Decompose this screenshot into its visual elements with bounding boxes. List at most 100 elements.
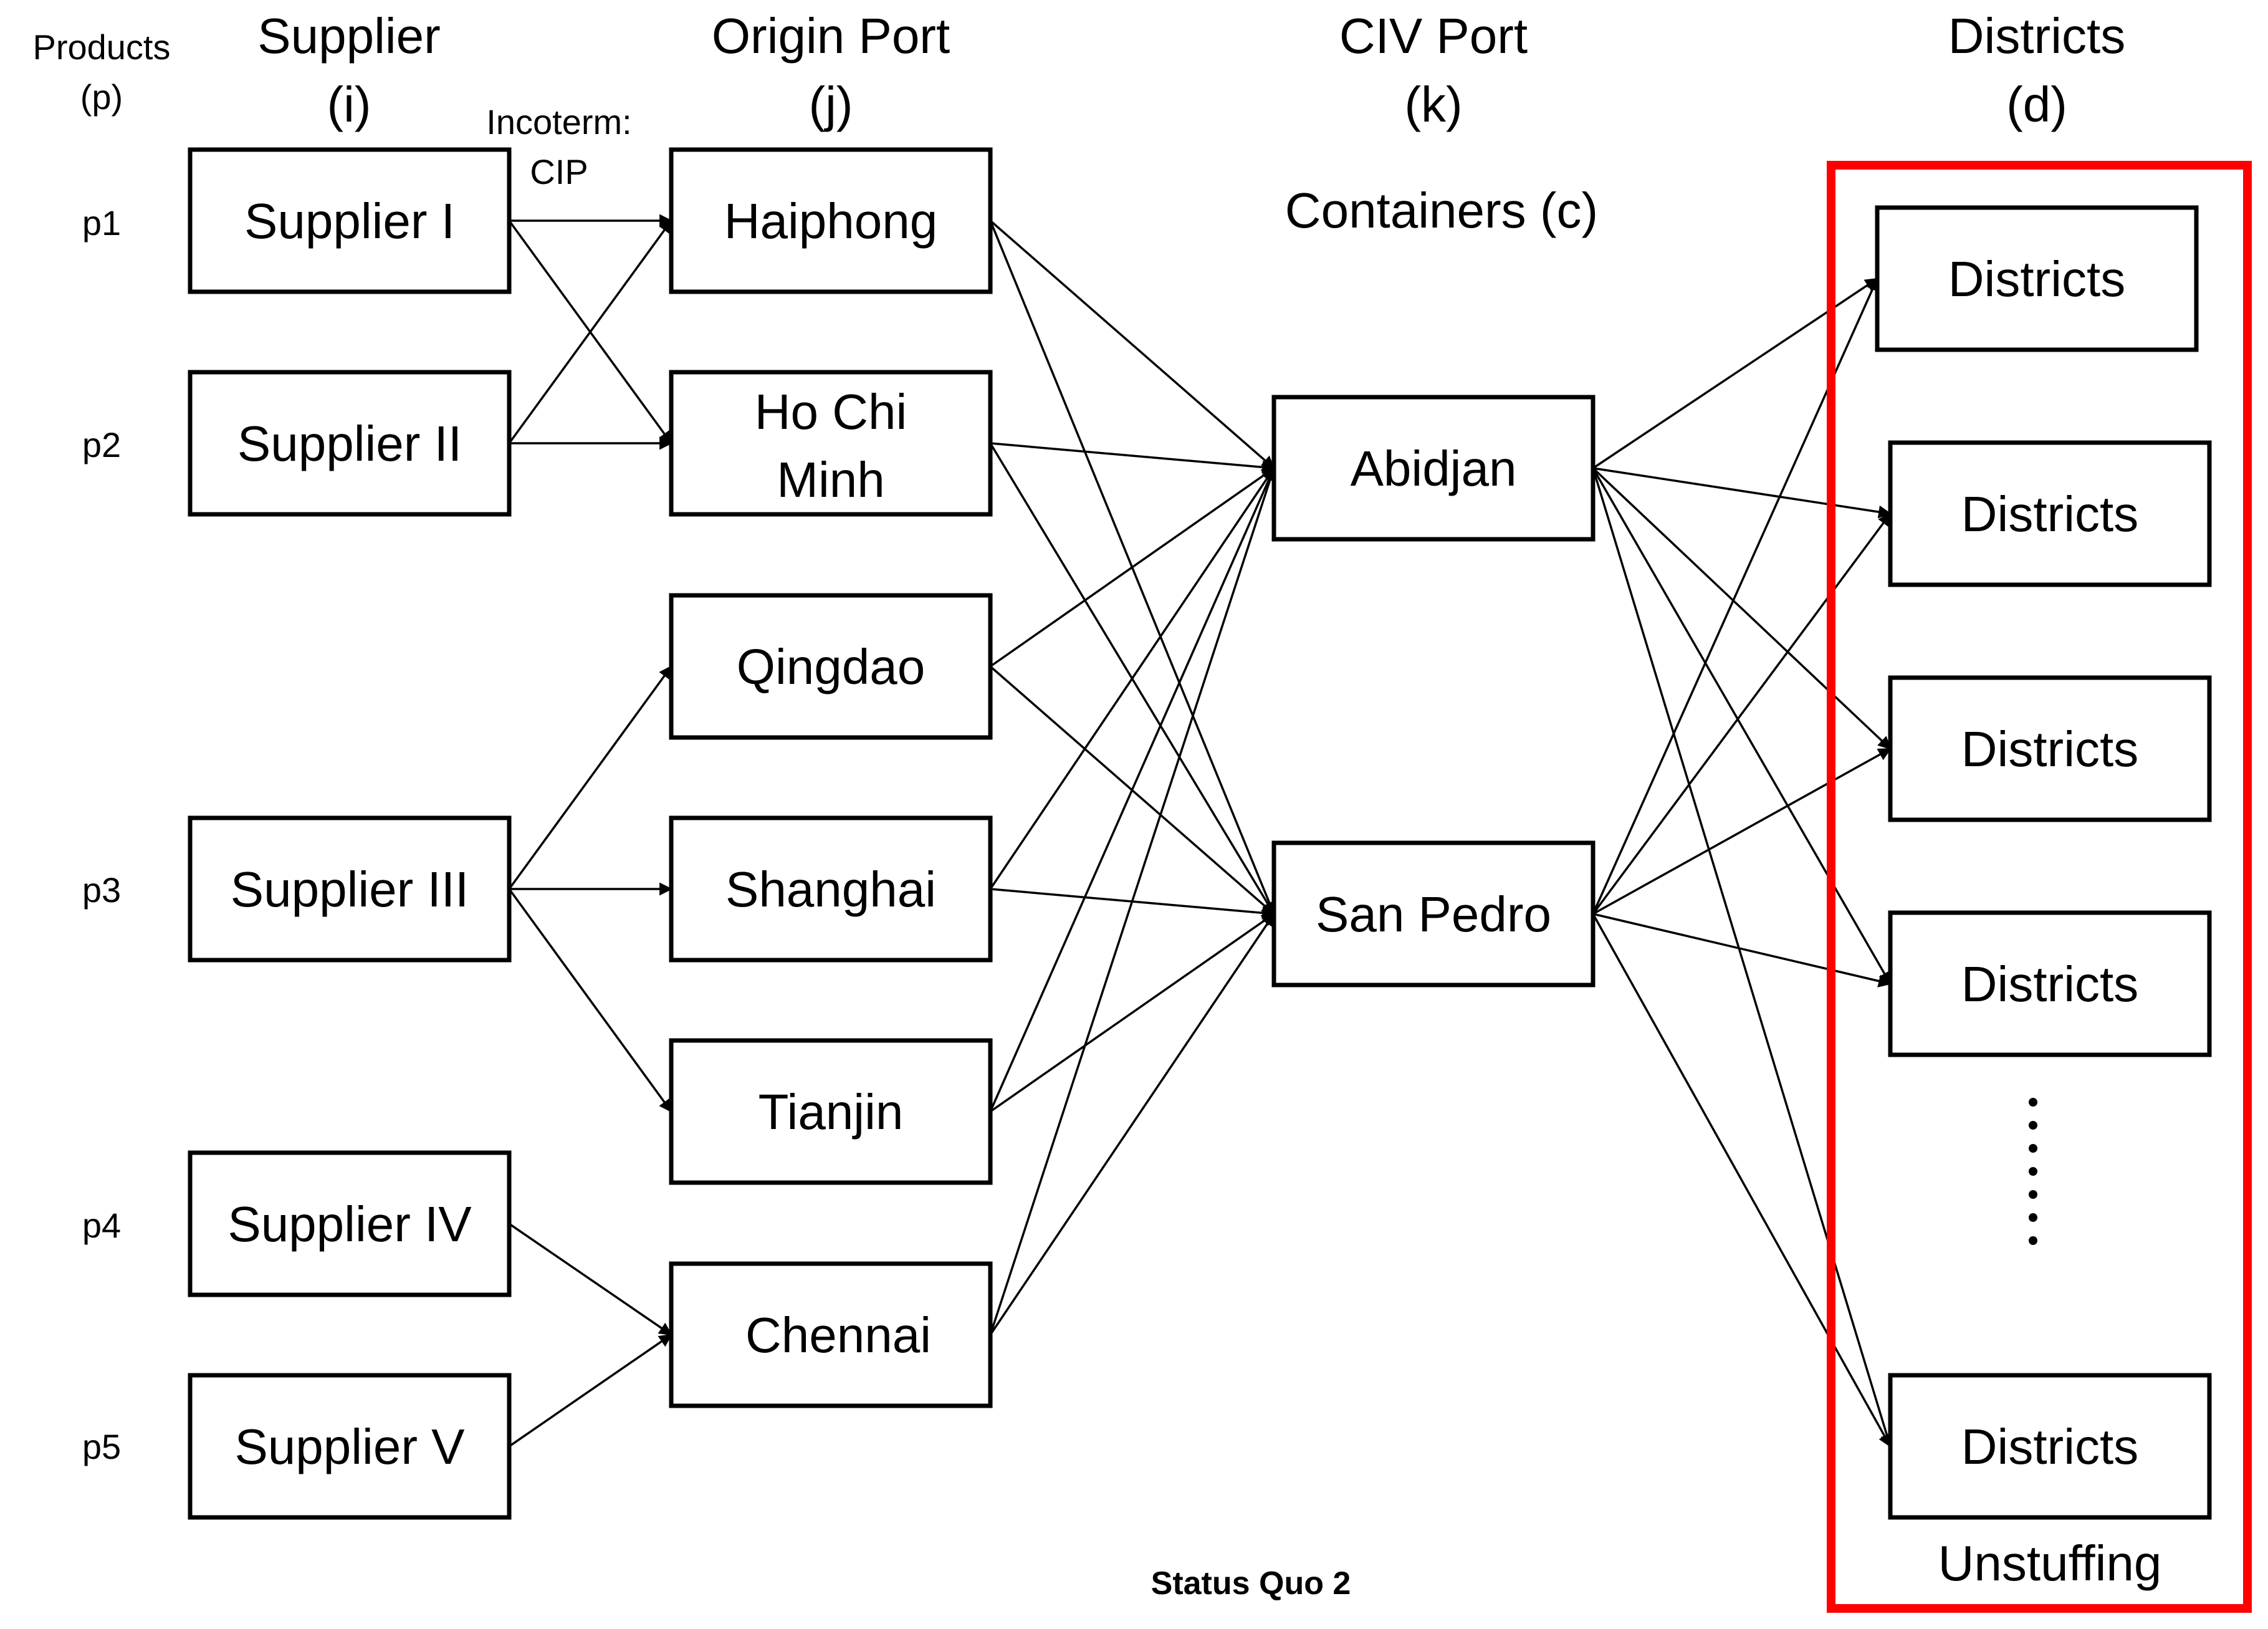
district-node: Districts [1888, 440, 2212, 587]
origin-port-name: Tianjin [758, 1084, 904, 1140]
origin-port-node: Haiphong [669, 147, 993, 294]
district-name: Districts [1961, 1419, 2138, 1474]
containers-label: Containers (c) [1285, 183, 1598, 238]
origin-port-box [669, 370, 993, 517]
flow-arrow-c1-d5 [1592, 468, 1893, 1448]
ellipsis-dots [2029, 1098, 2037, 1245]
header-districts-symbol: (d) [2006, 77, 2067, 132]
flow-arrow-s3-o5 [508, 888, 672, 1113]
supplier-name: Supplier I [244, 193, 455, 249]
flow-arrow-c2-d4 [1592, 913, 1892, 987]
product-label: p4 [82, 1206, 121, 1245]
header-civ-port-symbol: (k) [1404, 77, 1462, 132]
origin-port-name: Minh [777, 452, 884, 507]
district-box [1875, 205, 2199, 352]
unstuffing-label: Unstuffing [1938, 1535, 2162, 1591]
origin-port-name: Haiphong [724, 193, 938, 249]
product-label: p2 [82, 425, 121, 464]
flow-arrow-s5-o6 [509, 1333, 672, 1448]
flow-arrow-o2-c1 [990, 442, 1276, 474]
districts-column: Districts Districts Districts Districts … [1875, 205, 2212, 1591]
origin-port-box [669, 1261, 993, 1408]
origin-port-box [669, 593, 993, 740]
incoterm-label: Incoterm: [486, 102, 631, 142]
flow-arrow-c1-d3 [1592, 467, 1892, 750]
origin-port-node: Tianjin [669, 1038, 993, 1185]
header-products: Products [33, 27, 171, 67]
civ-port-column: Abidjan San Pedro [1271, 395, 1596, 987]
supplier-name: Supplier II [237, 416, 462, 471]
origin-port-node: Chennai [669, 1261, 993, 1408]
ellipsis-dot [2029, 1236, 2037, 1245]
flow-arrow-o1-c1 [989, 219, 1275, 469]
unstuffing-highlight-frame [1827, 161, 2252, 1613]
supplier-node: Supplier I [188, 147, 512, 294]
diagram-caption: Status Quo 2 [1151, 1565, 1351, 1602]
flow-arrow-s4-o6 [509, 1223, 672, 1336]
origin-port-box [669, 147, 993, 294]
flow-arrow-o6-c2 [989, 913, 1275, 1335]
district-node: Districts [1888, 1373, 2212, 1520]
district-box [1888, 1373, 2212, 1520]
header-civ-port: CIV Port [1339, 8, 1528, 64]
flow-arrow-c1-d4 [1592, 468, 1892, 985]
district-name: Districts [1961, 486, 2138, 542]
supplier-box [188, 1150, 512, 1297]
origin-port-node: Ho Chi Minh [669, 370, 993, 517]
supplier-node: Supplier II [188, 370, 512, 517]
origin-port-name: Qingdao [737, 639, 925, 694]
column-headers: Products (p) Supplier (i) Origin Port (j… [33, 8, 2126, 132]
district-box [1888, 675, 2212, 822]
supplier-box [188, 815, 512, 963]
flow-arrow-s3-o3 [508, 665, 672, 890]
supplier-node: Supplier V [188, 1373, 512, 1520]
flow-arrow-o3-c1 [989, 467, 1275, 668]
flow-arrows [508, 214, 1893, 1448]
supplier-name: Supplier III [231, 862, 469, 917]
product-labels: p1 p2 p3 p4 p5 [82, 203, 121, 1466]
flow-arrow-c2-d5 [1592, 913, 1892, 1448]
origin-port-name: Shanghai [725, 862, 936, 917]
civ-port-node: Abidjan [1271, 395, 1596, 542]
header-districts: Districts [1948, 8, 2125, 64]
district-box [1888, 910, 2212, 1057]
product-label: p3 [82, 870, 121, 910]
civ-port-name: Abidjan [1351, 441, 1517, 496]
district-node: Districts [1888, 910, 2212, 1057]
product-label: p5 [82, 1427, 121, 1466]
flow-arrow-o5-c1 [989, 467, 1275, 1112]
header-origin-port-symbol: (j) [808, 77, 853, 132]
supplier-box [188, 1373, 512, 1520]
origin-port-column: Haiphong Ho Chi Minh Qingdao Shanghai Ti… [669, 147, 993, 1408]
ellipsis-dot [2029, 1144, 2037, 1153]
flow-arrow-c2-d2 [1592, 512, 1892, 915]
civ-port-box [1271, 395, 1596, 542]
civ-port-node: San Pedro [1271, 840, 1596, 987]
district-box [1888, 440, 2212, 587]
civ-port-name: San Pedro [1316, 887, 1551, 942]
supplier-node: Supplier IV [188, 1150, 512, 1297]
flow-arrow-o5-c2 [989, 913, 1275, 1113]
origin-port-box [669, 815, 993, 963]
flow-arrow-c2-d3 [1592, 747, 1892, 915]
flow-arrow-o4-c1 [989, 467, 1275, 890]
origin-port-name: Chennai [745, 1307, 931, 1363]
header-supplier: Supplier [257, 8, 441, 64]
ellipsis-dot [2029, 1098, 2037, 1107]
supplier-name: Supplier V [234, 1419, 465, 1474]
flow-arrow-s2-o1 [508, 219, 672, 444]
ellipsis-dot [2029, 1213, 2037, 1222]
origin-port-node: Qingdao [669, 593, 993, 740]
flow-arrow-o6-c1 [989, 467, 1277, 1335]
ellipsis-dot [2029, 1121, 2037, 1130]
header-origin-port: Origin Port [712, 8, 950, 64]
supplier-box [188, 147, 512, 294]
header-supplier-symbol: (i) [327, 77, 371, 132]
supplier-column: Supplier I Supplier II Supplier III Supp… [188, 147, 512, 1520]
district-node: Districts [1888, 675, 2212, 822]
incoterm-value: CIP [530, 152, 588, 191]
product-label: p1 [82, 203, 121, 243]
ellipsis-dot [2029, 1190, 2037, 1199]
district-name: Districts [1961, 721, 2138, 777]
